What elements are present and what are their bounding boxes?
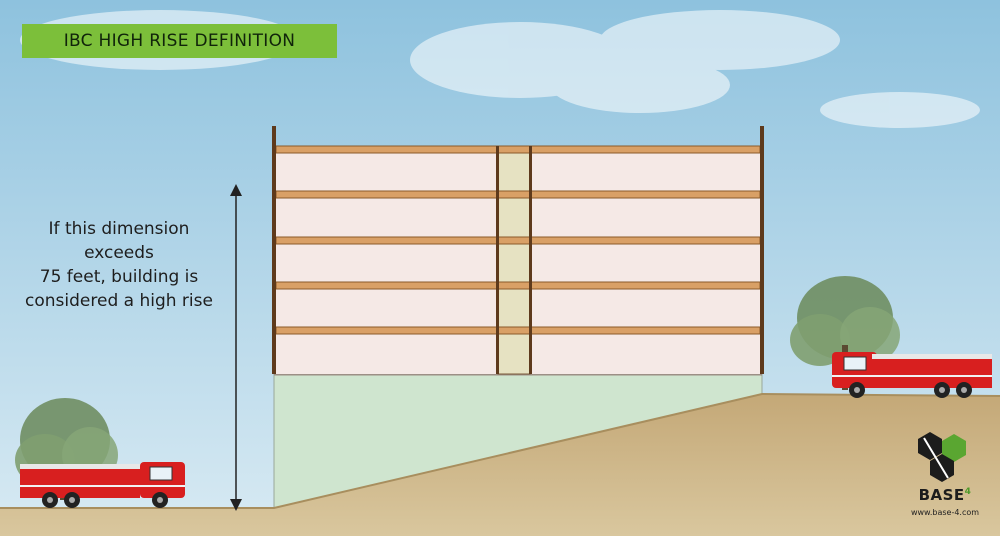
building-core — [497, 147, 531, 375]
tree-icon — [15, 398, 118, 500]
brand-superscript: 4 — [964, 487, 972, 497]
building-columns — [272, 126, 764, 374]
base4-logo-icon — [918, 432, 966, 482]
annotation-line: exceeds — [84, 243, 154, 263]
fire-truck-icon — [832, 352, 992, 398]
dimension-annotation: If this dimension exceeds 75 feet, build… — [8, 217, 230, 313]
diagram-title: IBC HIGH RISE DEFINITION — [22, 24, 337, 58]
annotation-line: If this dimension — [48, 219, 190, 239]
brand-url: www.base-4.com — [910, 508, 980, 517]
brand-name-text: BASE — [918, 486, 965, 504]
brand-name: BASE4 — [915, 486, 975, 504]
annotation-line: 75 feet, building is — [39, 267, 199, 287]
ground — [0, 394, 1000, 536]
annotation-line: considered a high rise — [25, 291, 213, 311]
fire-truck-icon — [20, 462, 185, 508]
